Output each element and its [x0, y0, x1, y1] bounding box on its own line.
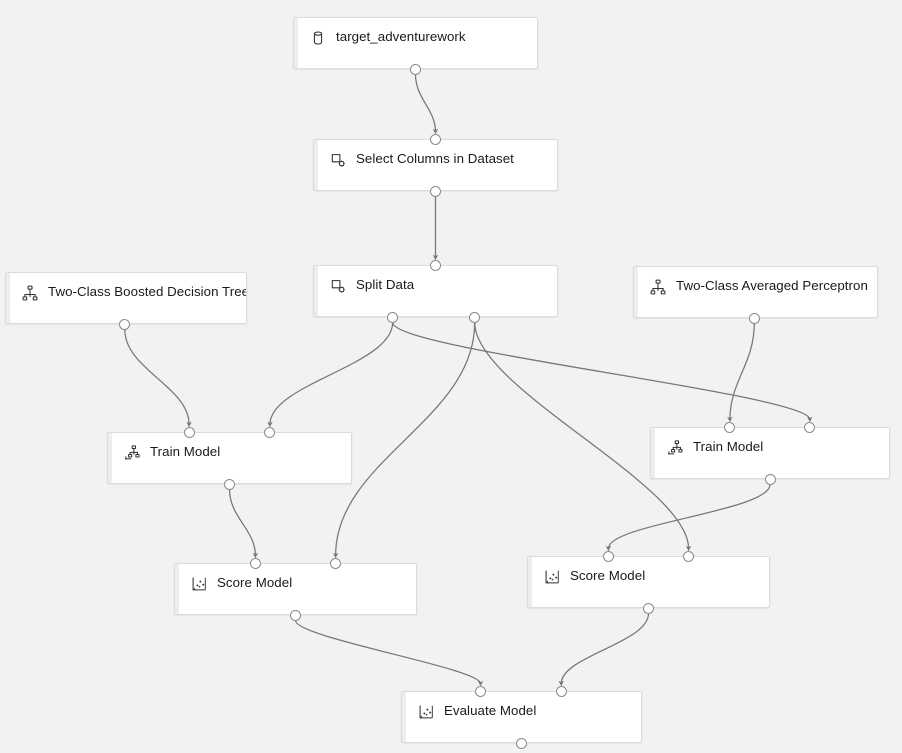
- node-accent-bar: [651, 428, 655, 478]
- node-accent-bar: [6, 273, 10, 323]
- node-body: Two-Class Boosted Decision Tree: [10, 273, 246, 323]
- node-label: target_adventurework: [336, 29, 466, 44]
- input-port-select-columns-0[interactable]: [430, 133, 441, 145]
- edge-dataset-to-select-columns[interactable]: [414, 74, 439, 135]
- node-label: Train Model: [150, 444, 221, 459]
- node-label: Score Model: [217, 575, 293, 590]
- edge-boosted-decision-tree-to-train-model-left[interactable]: [124, 329, 192, 428]
- node-label: Train Model: [693, 439, 764, 454]
- output-port-score-model-left-0[interactable]: [290, 609, 301, 621]
- algorithm-icon: [22, 285, 38, 301]
- node-label: Two-Class Averaged Perceptron: [676, 278, 868, 293]
- pipeline-node-train-model-right[interactable]: Train Model: [650, 427, 890, 479]
- edge-split-data-to-train-model-left[interactable]: [267, 322, 394, 428]
- output-port-averaged-perceptron-0[interactable]: [748, 312, 760, 324]
- output-port-boosted-decision-tree-0[interactable]: [119, 318, 131, 330]
- output-port-score-model-right-0[interactable]: [643, 602, 654, 614]
- pipeline-node-dataset[interactable]: target_adventurework: [293, 17, 538, 69]
- node-accent-bar: [402, 692, 406, 742]
- pipeline-node-score-model-right[interactable]: Score Model: [527, 556, 770, 608]
- node-label: Evaluate Model: [444, 703, 537, 718]
- train-model-icon: [667, 440, 683, 456]
- input-port-train-model-left-1[interactable]: [264, 426, 276, 438]
- node-label: Split Data: [356, 277, 415, 292]
- node-body: target_adventurework: [298, 18, 537, 68]
- node-accent-bar: [314, 140, 318, 190]
- input-port-score-model-right-0[interactable]: [602, 550, 614, 562]
- edge-split-data-to-train-model-right[interactable]: [392, 322, 813, 423]
- output-port-split-data-0[interactable]: [387, 311, 399, 323]
- input-port-score-model-right-1[interactable]: [683, 550, 695, 562]
- output-port-select-columns-0[interactable]: [430, 185, 441, 197]
- input-port-train-model-right-0[interactable]: [724, 421, 736, 433]
- pipeline-node-evaluate-model[interactable]: Evaluate Model: [401, 691, 642, 743]
- node-accent-bar: [528, 557, 532, 607]
- pipeline-node-split-data[interactable]: Split Data: [313, 265, 558, 317]
- input-port-train-model-right-1[interactable]: [804, 421, 816, 433]
- input-port-train-model-left-0[interactable]: [183, 426, 195, 438]
- edge-train-model-left-to-score-model-left[interactable]: [228, 489, 259, 559]
- data-transform-icon: [330, 152, 346, 168]
- pipeline-node-train-model-left[interactable]: Train Model: [107, 432, 352, 484]
- output-port-train-model-right-0[interactable]: [764, 473, 776, 485]
- node-body: Score Model: [179, 564, 416, 614]
- score-model-icon: [544, 569, 560, 585]
- node-accent-bar: [108, 433, 112, 483]
- train-model-icon: [124, 445, 140, 461]
- pipeline-node-averaged-perceptron[interactable]: Two-Class Averaged Perceptron: [633, 266, 878, 318]
- node-body: Train Model: [655, 428, 889, 478]
- input-port-evaluate-model-1[interactable]: [555, 685, 567, 697]
- edge-averaged-perceptron-to-train-model-right[interactable]: [727, 323, 755, 423]
- node-body: Split Data: [318, 266, 557, 316]
- pipeline-node-select-columns[interactable]: Select Columns in Dataset: [313, 139, 558, 191]
- node-label: Two-Class Boosted Decision Tree: [48, 284, 247, 299]
- data-transform-icon: [330, 278, 346, 294]
- input-port-split-data-0[interactable]: [430, 259, 441, 271]
- pipeline-node-boosted-decision-tree[interactable]: Two-Class Boosted Decision Tree: [5, 272, 247, 324]
- output-port-evaluate-model-0[interactable]: [516, 737, 527, 749]
- input-port-evaluate-model-0[interactable]: [475, 685, 487, 697]
- output-port-train-model-left-0[interactable]: [224, 478, 235, 490]
- edge-score-model-left-to-evaluate-model[interactable]: [294, 620, 484, 687]
- score-model-icon: [191, 576, 207, 592]
- input-port-score-model-left-0[interactable]: [249, 557, 261, 569]
- node-body: Score Model: [532, 557, 769, 607]
- node-body: Evaluate Model: [406, 692, 641, 742]
- node-body: Train Model: [112, 433, 351, 483]
- score-model-icon: [418, 704, 434, 720]
- node-accent-bar: [314, 266, 318, 316]
- edge-train-model-right-to-score-model-right[interactable]: [605, 484, 771, 552]
- node-label: Select Columns in Dataset: [356, 151, 514, 166]
- output-port-split-data-1[interactable]: [469, 311, 481, 323]
- edge-split-data-to-score-model-left[interactable]: [332, 322, 476, 559]
- node-body: Select Columns in Dataset: [318, 140, 557, 190]
- node-label: Score Model: [570, 568, 646, 583]
- pipeline-node-score-model-left[interactable]: Score Model: [174, 563, 417, 615]
- node-body: Two-Class Averaged Perceptron: [638, 267, 877, 317]
- node-accent-bar: [175, 564, 179, 614]
- algorithm-icon: [650, 279, 666, 295]
- node-accent-bar: [634, 267, 638, 317]
- database-icon: [310, 30, 326, 46]
- output-port-dataset-0[interactable]: [410, 63, 421, 75]
- node-accent-bar: [294, 18, 298, 68]
- edge-score-model-right-to-evaluate-model[interactable]: [558, 613, 650, 687]
- input-port-score-model-left-1[interactable]: [330, 557, 342, 569]
